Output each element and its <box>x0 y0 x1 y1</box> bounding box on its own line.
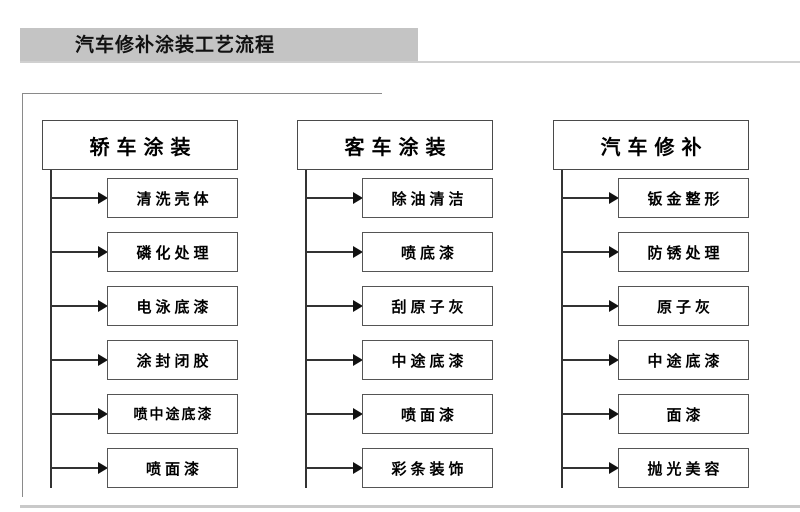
frame-top-border <box>22 93 382 94</box>
arrow-right-icon <box>609 300 619 312</box>
connector-line <box>562 467 609 469</box>
trunk-line-2 <box>561 170 563 488</box>
header-divider <box>20 61 800 63</box>
arrow-right-icon <box>353 300 363 312</box>
flow-node-row: 彩条装饰 <box>297 448 493 488</box>
connector-line <box>51 413 98 415</box>
arrow-right-icon <box>353 354 363 366</box>
flow-step-box[interactable]: 磷化处理 <box>107 232 238 272</box>
flow-node-row: 清洗壳体 <box>42 178 238 218</box>
connector-line <box>306 251 353 253</box>
flow-node-row: 原子灰 <box>553 286 749 326</box>
connector-line <box>51 305 98 307</box>
connector-line <box>562 413 609 415</box>
column-steps-0: 清洗壳体 磷化处理 电泳底漆 涂封闭胶 喷中途底漆 喷面漆 <box>42 178 238 488</box>
flow-node-row: 电泳底漆 <box>42 286 238 326</box>
flow-step-box[interactable]: 刮原子灰 <box>362 286 493 326</box>
flow-node-row: 钣金整形 <box>553 178 749 218</box>
connector-line <box>562 359 609 361</box>
column-steps-2: 钣金整形 防锈处理 原子灰 中途底漆 面漆 抛光美容 <box>553 178 749 488</box>
connector-line <box>562 197 609 199</box>
page-title: 汽车修补涂装工艺流程 <box>75 34 276 56</box>
trunk-line-0 <box>50 170 52 488</box>
arrow-right-icon <box>98 192 108 204</box>
flow-step-box[interactable]: 钣金整形 <box>618 178 749 218</box>
arrow-right-icon <box>353 246 363 258</box>
flow-column-2: 汽车修补 钣金整形 防锈处理 原子灰 中途底漆 面漆 <box>553 120 749 488</box>
flow-step-box[interactable]: 抛光美容 <box>618 448 749 488</box>
column-steps-1: 除油清洁 喷底漆 刮原子灰 中途底漆 喷面漆 彩条装饰 <box>297 178 493 488</box>
flow-node-row: 刮原子灰 <box>297 286 493 326</box>
flow-step-box[interactable]: 原子灰 <box>618 286 749 326</box>
arrow-right-icon <box>609 354 619 366</box>
flow-column-0: 轿车涂装 清洗壳体 磷化处理 电泳底漆 涂封闭胶 喷中途底漆 <box>42 120 238 488</box>
frame-left-border <box>22 93 23 497</box>
arrow-right-icon <box>609 192 619 204</box>
arrow-right-icon <box>353 192 363 204</box>
arrow-right-icon <box>98 462 108 474</box>
arrow-right-icon <box>353 408 363 420</box>
flow-step-box[interactable]: 喷面漆 <box>362 394 493 434</box>
flow-step-box[interactable]: 喷底漆 <box>362 232 493 272</box>
flow-column-1: 客车涂装 除油清洁 喷底漆 刮原子灰 中途底漆 喷面漆 <box>297 120 493 488</box>
flow-node-row: 中途底漆 <box>553 340 749 380</box>
flow-step-box[interactable]: 喷中途底漆 <box>107 394 238 434</box>
flow-node-row: 中途底漆 <box>297 340 493 380</box>
flow-step-box[interactable]: 电泳底漆 <box>107 286 238 326</box>
title-band <box>20 28 418 62</box>
flow-step-box[interactable]: 防锈处理 <box>618 232 749 272</box>
column-header-1: 客车涂装 <box>297 120 493 170</box>
arrow-right-icon <box>353 462 363 474</box>
flow-node-row: 涂封闭胶 <box>42 340 238 380</box>
flow-step-box[interactable]: 清洗壳体 <box>107 178 238 218</box>
arrow-right-icon <box>98 354 108 366</box>
flow-node-row: 喷底漆 <box>297 232 493 272</box>
connector-line <box>306 413 353 415</box>
flow-step-box[interactable]: 除油清洁 <box>362 178 493 218</box>
connector-line <box>562 251 609 253</box>
flow-step-box[interactable]: 面漆 <box>618 394 749 434</box>
arrow-right-icon <box>98 246 108 258</box>
arrow-right-icon <box>609 408 619 420</box>
column-header-2: 汽车修补 <box>553 120 749 170</box>
connector-line <box>306 305 353 307</box>
flow-node-row: 抛光美容 <box>553 448 749 488</box>
flow-node-row: 磷化处理 <box>42 232 238 272</box>
trunk-line-1 <box>305 170 307 488</box>
connector-line <box>562 305 609 307</box>
connector-line <box>51 359 98 361</box>
flow-node-row: 喷中途底漆 <box>42 394 238 434</box>
arrow-right-icon <box>609 462 619 474</box>
column-header-0: 轿车涂装 <box>42 120 238 170</box>
connector-line <box>51 251 98 253</box>
connector-line <box>306 197 353 199</box>
flow-node-row: 面漆 <box>553 394 749 434</box>
connector-line <box>51 197 98 199</box>
flow-node-row: 除油清洁 <box>297 178 493 218</box>
flow-step-box[interactable]: 喷面漆 <box>107 448 238 488</box>
connector-line <box>51 467 98 469</box>
flow-step-box[interactable]: 涂封闭胶 <box>107 340 238 380</box>
arrow-right-icon <box>609 246 619 258</box>
flow-node-row: 喷面漆 <box>42 448 238 488</box>
flow-step-box[interactable]: 彩条装饰 <box>362 448 493 488</box>
arrow-right-icon <box>98 408 108 420</box>
flow-node-row: 喷面漆 <box>297 394 493 434</box>
connector-line <box>306 359 353 361</box>
connector-line <box>306 467 353 469</box>
flow-node-row: 防锈处理 <box>553 232 749 272</box>
footer-divider <box>20 505 800 508</box>
flow-step-box[interactable]: 中途底漆 <box>618 340 749 380</box>
flow-step-box[interactable]: 中途底漆 <box>362 340 493 380</box>
arrow-right-icon <box>98 300 108 312</box>
